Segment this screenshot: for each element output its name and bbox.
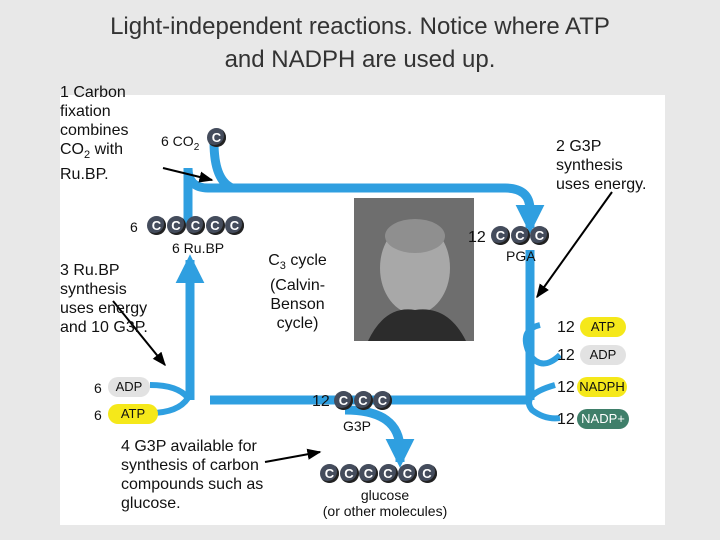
pga-count: 12 — [468, 229, 486, 246]
rubp-label: 6 Ru.BP — [172, 240, 225, 256]
step1-line3: combines — [60, 122, 129, 139]
step3-line3: uses energy — [60, 300, 148, 317]
nadpp-out-count: 12 — [557, 411, 575, 428]
adp-left-count: 6 — [94, 380, 102, 396]
g3p-carbon-icon: C — [334, 391, 353, 410]
pointer-available — [264, 448, 322, 463]
step2-line3: uses energy. — [556, 176, 647, 193]
available-line3: compounds such as — [121, 476, 264, 493]
g3p-count: 12 — [312, 393, 330, 410]
step3-label: 3 Ru.BP synthesis uses energy and 10 G3P… — [60, 261, 148, 337]
g3p-carbon-icon: C — [373, 391, 392, 410]
title-line-2: and NADPH are used up. — [224, 46, 496, 73]
atp-in-pill: ATP — [580, 317, 626, 337]
available-line1: 4 G3P available for — [121, 438, 257, 455]
nadph-in-count: 12 — [557, 379, 575, 396]
step2-line1: 2 G3P — [556, 138, 602, 155]
arrow-top-left — [183, 167, 238, 225]
step1-line4: CO2 with — [60, 141, 124, 162]
rubp-carbon-icon: C — [205, 216, 225, 235]
glucose-line2: (or other molecules) — [322, 503, 448, 519]
glucose-carbon-icon: C — [378, 464, 398, 483]
cycle-label: C3 cycle (Calvin- Benson cycle) — [255, 251, 340, 333]
co2-carbon-icon: C — [207, 128, 226, 147]
step3-line2: synthesis — [60, 281, 127, 298]
atp-left-count: 6 — [94, 407, 102, 423]
pga-carbon-icon: C — [491, 226, 510, 245]
g3p-carbon-icon: C — [353, 391, 373, 410]
pointer-step2 — [536, 191, 613, 299]
glucose-carbon-icon: C — [339, 464, 359, 483]
available-label: 4 G3P available for synthesis of carbon … — [121, 437, 263, 513]
step2-line2: synthesis — [556, 157, 623, 174]
glucose-carbon-icon: C — [359, 464, 378, 483]
nadph-in-pill: NADPH — [577, 377, 627, 397]
glucose-label: glucose (or other molecules) — [300, 487, 470, 519]
pga-carbon-icon: C — [530, 226, 549, 245]
pga-carbon-icon: C — [510, 226, 530, 245]
adp-out-pill: ADP — [580, 345, 626, 365]
page-title: Light-independent reactions. Notice wher… — [0, 10, 720, 76]
step1-label: 1 Carbon fixation combines CO2 with Ru.B… — [60, 83, 128, 184]
pointer-step1 — [162, 167, 214, 183]
rubp-carbon-icon: C — [225, 216, 244, 235]
arrow-co2-in — [209, 141, 235, 193]
cycle-line4: cycle) — [276, 315, 319, 333]
pga-label: PGA — [506, 248, 536, 264]
co2-label: 6 CO2 — [161, 133, 200, 153]
step1-line1: 1 Carbon — [60, 84, 126, 101]
cycle-line2: (Calvin- — [269, 277, 326, 295]
arrow-adp-branch — [149, 382, 192, 416]
pointer-step3 — [112, 300, 166, 367]
available-line2: synthesis of carbon — [121, 457, 259, 474]
adp-out-count: 12 — [557, 347, 575, 364]
glucose-carbon-icon: C — [398, 464, 417, 483]
step2-label: 2 G3P synthesis uses energy. — [556, 137, 646, 194]
available-line4: glucose. — [121, 495, 181, 512]
g3p-label: G3P — [343, 418, 372, 434]
rubp-carbon-icon: C — [166, 216, 186, 235]
step3-line1: 3 Ru.BP — [60, 262, 120, 279]
step3-line4: and 10 G3P. — [60, 319, 148, 336]
arrow-nadph-branch — [525, 382, 561, 422]
glucose-carbon-icon: C — [320, 464, 339, 483]
rubp-carbon-icon: C — [147, 216, 166, 235]
step1-line5: Ru.BP. — [60, 166, 109, 184]
atp-in-count: 12 — [557, 319, 575, 336]
rubp-count: 6 — [130, 219, 138, 235]
glucose-carbon-icon: C — [417, 464, 437, 483]
cycle-line1: C3 cycle — [268, 252, 327, 273]
rubp-carbon-icon: C — [186, 216, 205, 235]
glucose-line1: glucose — [360, 487, 410, 503]
atp-left-pill: ATP — [108, 404, 158, 424]
arrow-g3p-out — [344, 405, 415, 468]
nadpp-out-pill: NADP+ — [577, 409, 629, 429]
cycle-line3: Benson — [270, 296, 325, 314]
arrow-top — [238, 183, 545, 234]
adp-left-pill: ADP — [108, 377, 150, 397]
arrow-atp-branch — [522, 322, 563, 367]
step1-line2: fixation — [60, 103, 111, 120]
title-line-1: Light-independent reactions. Notice wher… — [110, 13, 610, 40]
